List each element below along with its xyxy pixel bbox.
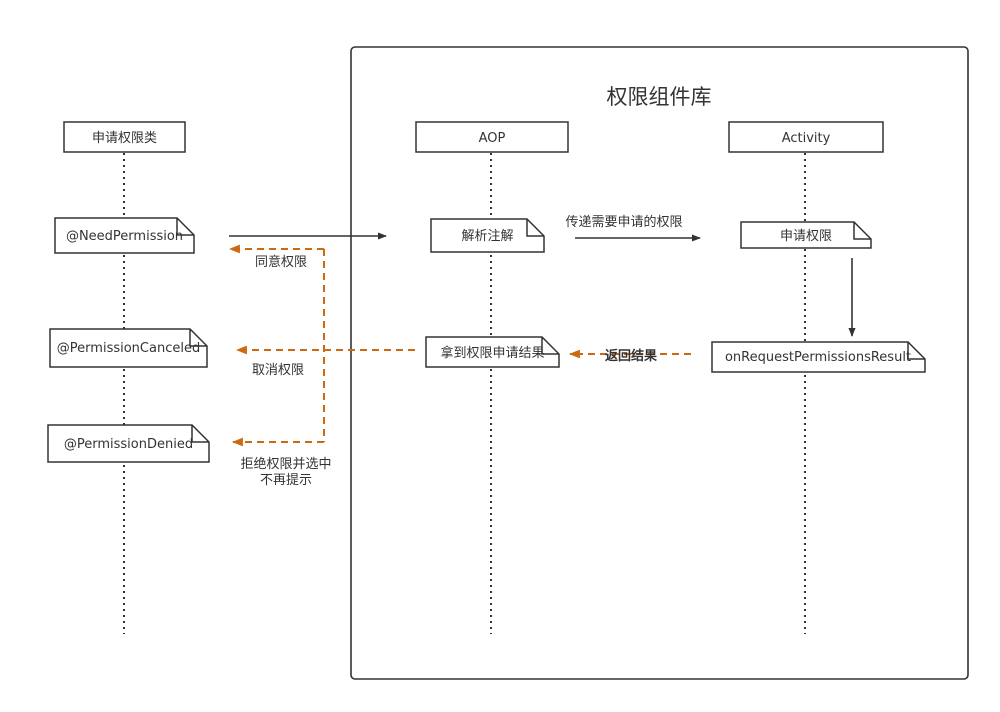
label-deny-line2: 不再提示: [260, 472, 312, 488]
header-aop: AOP: [415, 121, 569, 153]
header-requester: 申请权限类: [63, 121, 186, 153]
component-library-frame: [350, 46, 969, 680]
note-parse-annotation: 解析注解: [430, 218, 545, 253]
label-pass-permissions: 传递需要申请的权限: [565, 214, 682, 230]
note-on-request-result: onRequestPermissionsResult: [711, 341, 926, 373]
note-on-request-result-label: onRequestPermissionsResult: [725, 350, 911, 365]
component-library-title: 权限组件库: [607, 85, 712, 109]
label-cancel: 取消权限: [252, 362, 304, 378]
note-need-permission-label: @NeedPermission: [66, 229, 183, 244]
header-activity: Activity: [728, 121, 884, 153]
note-permission-canceled-label: @PermissionCanceled: [57, 341, 200, 356]
note-get-result-label: 拿到权限申请结果: [440, 345, 544, 361]
header-activity-label: Activity: [782, 131, 831, 146]
note-request-permission: 申请权限: [740, 221, 872, 249]
note-permission-canceled: @PermissionCanceled: [49, 328, 208, 368]
label-agree: 同意权限: [255, 254, 307, 270]
note-permission-denied-label: @PermissionDenied: [64, 437, 193, 452]
header-aop-label: AOP: [479, 131, 506, 146]
label-deny-line1: 拒绝权限并选中: [240, 456, 331, 472]
note-need-permission: @NeedPermission: [54, 217, 195, 254]
header-requester-label: 申请权限类: [92, 130, 157, 146]
note-get-result: 拿到权限申请结果: [425, 336, 560, 368]
note-permission-denied: @PermissionDenied: [47, 424, 210, 463]
label-return-result: 返回结果: [605, 348, 657, 364]
note-request-permission-label: 申请权限: [780, 228, 832, 244]
note-parse-annotation-label: 解析注解: [461, 229, 513, 244]
